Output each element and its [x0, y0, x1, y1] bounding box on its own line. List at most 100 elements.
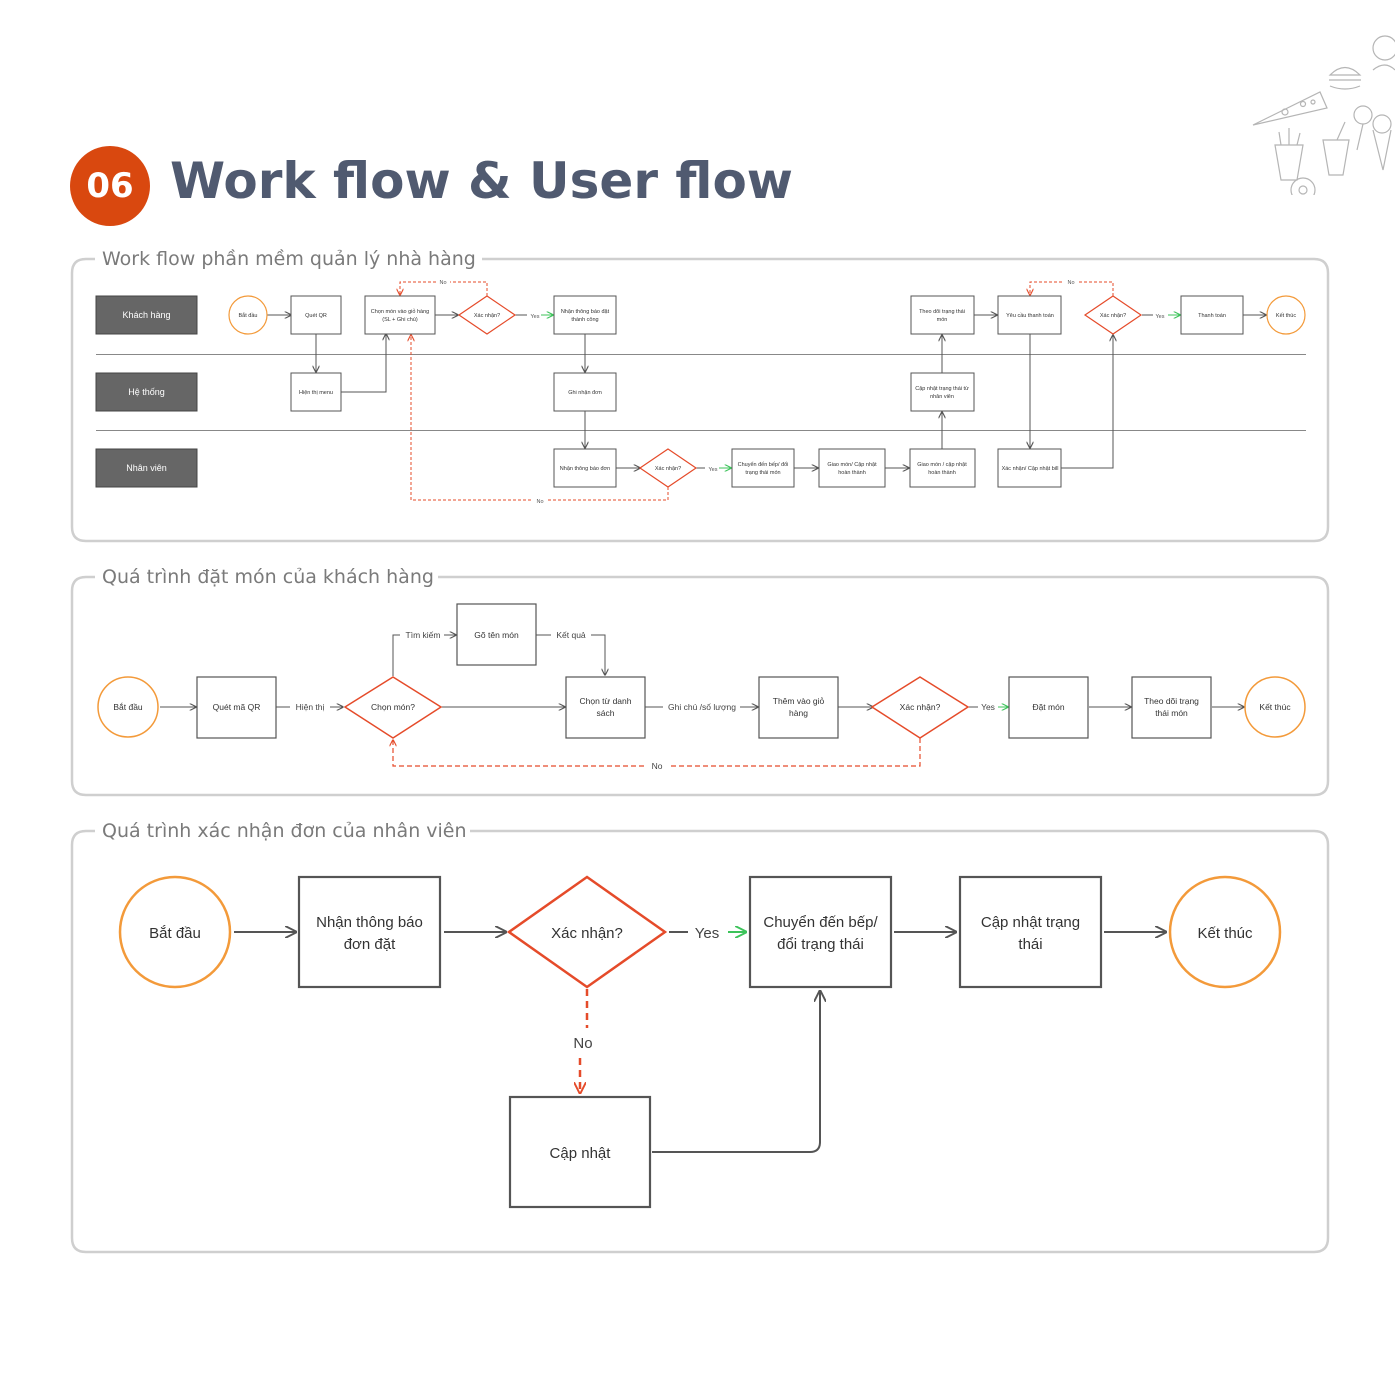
ord-add-cart-label: Thêm vào giỏ: [773, 696, 825, 706]
lane-customer-label: Khách hàng: [122, 310, 170, 320]
st-update-status-node: [958, 875, 1103, 989]
wf-confirm-bill-node: [997, 448, 1062, 488]
wf-choose-items-label: Chọn món vào giỏ hàng: [371, 308, 429, 315]
wf-show-menu-label: Hiện thị menu: [299, 390, 333, 396]
wf-staff-receive-label: Nhận thông báo đơn: [560, 466, 610, 472]
edge-yes-label: Yes: [709, 467, 718, 473]
donut-icon: [1290, 177, 1316, 195]
wf-payment-node: [1180, 295, 1244, 335]
wf-record-order-label: Ghi nhận đơn: [568, 390, 602, 396]
wf-track-status-node: [910, 295, 975, 335]
ord-type-name-node: [456, 603, 537, 666]
wf-start-label: Bắt đầu: [239, 312, 258, 319]
wf-notify-success-label: Nhận thông báo đặt: [561, 309, 610, 315]
st-to-kitchen-node: [748, 875, 893, 989]
ord-track-node: [1131, 676, 1212, 739]
st-update-status-label: Cập nhật trạng: [981, 914, 1080, 931]
page-title: Work flow & User flow: [170, 152, 793, 210]
st-start-label: Bắt đầu: [149, 925, 201, 942]
ordering-title: Quá trình đặt món của khách hàng: [102, 566, 434, 588]
wf-deliver-update-label: Giao món/ Cập nhật: [827, 462, 877, 468]
ord-place-order-node: [1008, 676, 1089, 739]
workflow-panel: Work flow phần mềm quản lý nhà hàng Khác…: [70, 248, 1330, 543]
lollipop-icon: [1353, 105, 1373, 151]
st-update-label: Cập nhật: [550, 1145, 612, 1162]
lane-system: [95, 372, 198, 412]
ord-choose-list-label: sách: [597, 708, 615, 718]
edge-note-qty-label: Ghi chú /số lượng: [668, 702, 736, 712]
workflow-title: Work flow phần mềm quản lý nhà hàng: [102, 248, 476, 270]
ord-end-label: Kết thúc: [1259, 702, 1291, 712]
ord-choose-list-label: Chọn từ danh: [579, 696, 631, 706]
wf-start-node: [228, 295, 268, 335]
ord-start-label: Bắt đầu: [113, 702, 143, 712]
wf-choose-items-label: (SL + Ghi chú): [382, 317, 418, 323]
ord-confirm-decision: [870, 676, 970, 739]
wf-deliver-update-node: [818, 448, 886, 488]
edge-show-label: Hiện thị: [296, 702, 325, 712]
edge-no-label: No: [573, 1035, 592, 1052]
st-update-node: [508, 1095, 652, 1209]
ord-add-cart-node: [758, 676, 839, 739]
wf-request-pay-node: [997, 295, 1062, 335]
drink-icon: [1322, 121, 1350, 176]
st-to-kitchen-label: Chuyển đến bếp/: [763, 914, 878, 931]
ord-type-name-label: Gõ tên món: [474, 630, 519, 640]
section-number-badge: 06: [70, 146, 150, 226]
wf-end-label: Kết thúc: [1276, 313, 1296, 319]
ord-start-node: [97, 676, 159, 738]
wf-track-status-label: Theo dõi trạng thái: [919, 309, 965, 315]
wf-sys-update-status-label: Cập nhật trạng thái từ: [915, 386, 969, 392]
lane-system-label: Hệ thống: [128, 387, 165, 397]
edge-no-label: No: [536, 499, 543, 505]
ord-add-cart-label: hàng: [789, 708, 808, 718]
wf-deliver-complete-node: [909, 448, 976, 488]
burger-icon: [1328, 66, 1362, 90]
wf-to-kitchen-label: Chuyển đến bếp/ đổi: [738, 461, 789, 468]
wf-end-node: [1266, 295, 1306, 335]
st-confirm-label: Xác nhận?: [551, 925, 623, 942]
ord-track-label: Theo dõi trạng: [1144, 696, 1199, 706]
st-end-node: [1168, 875, 1282, 989]
wf-record-order-node: [553, 372, 617, 412]
wf-confirm1-label: Xác nhận?: [474, 313, 500, 319]
ord-choose-list-node: [565, 676, 646, 739]
edge-no-label: No: [439, 280, 446, 286]
wf-confirm2-label: Xác nhận?: [655, 466, 681, 472]
wf-deliver-complete-label: hoàn thành: [928, 470, 956, 476]
wf-show-menu-node: [290, 372, 342, 412]
wf-request-pay-label: Yêu cầu thanh toán: [1006, 313, 1054, 319]
st-receive-label: Nhận thông báo: [316, 914, 423, 931]
wf-payment-label: Thanh toán: [1198, 313, 1226, 319]
edge-no-label: No: [1067, 280, 1074, 286]
wf-sys-update-status-node: [910, 372, 975, 412]
ord-choose-decision: [343, 676, 443, 739]
wf-choose-items-node: [364, 295, 436, 335]
wf-track-status-label: món: [937, 317, 948, 323]
wf-scan-qr-label: Quét QR: [305, 313, 327, 319]
wf-deliver-update-label: hoàn thành: [838, 470, 866, 476]
wf-confirm-bill-label: Xác nhận/ Cập nhật bill: [1002, 466, 1059, 472]
wf-staff-receive-node: [553, 448, 617, 488]
ordering-panel: Quá trình đặt món của khách hàng Hiện th…: [70, 566, 1330, 797]
wf-confirm1-decision: [457, 295, 517, 335]
ord-confirm-label: Xác nhận?: [900, 702, 941, 712]
wf-notify-success-label: thành công: [571, 317, 598, 323]
ord-track-label: thái món: [1155, 708, 1188, 718]
wf-to-kitchen-node: [731, 448, 795, 488]
lane-staff: [95, 448, 198, 488]
st-to-kitchen-label: đổi trạng thái: [777, 936, 864, 953]
ord-place-order-label: Đặt món: [1032, 702, 1064, 712]
edge-yes-label: Yes: [1156, 314, 1165, 320]
ord-scan-qr-label: Quét mã QR: [213, 702, 261, 712]
lane-staff-label: Nhân viên: [126, 463, 167, 473]
wf-confirm3-decision: [1083, 295, 1143, 335]
staff-title: Quá trình xác nhận đơn của nhân viên: [102, 820, 467, 842]
pizza-icon: [1252, 91, 1328, 126]
section-number: 06: [86, 166, 134, 206]
wf-deliver-complete-label: Giao món / cập nhật: [917, 462, 967, 468]
edge-yes-label: Yes: [695, 925, 719, 942]
wf-scan-qr-node: [290, 295, 342, 335]
ord-choose-label: Chọn món?: [371, 702, 415, 712]
